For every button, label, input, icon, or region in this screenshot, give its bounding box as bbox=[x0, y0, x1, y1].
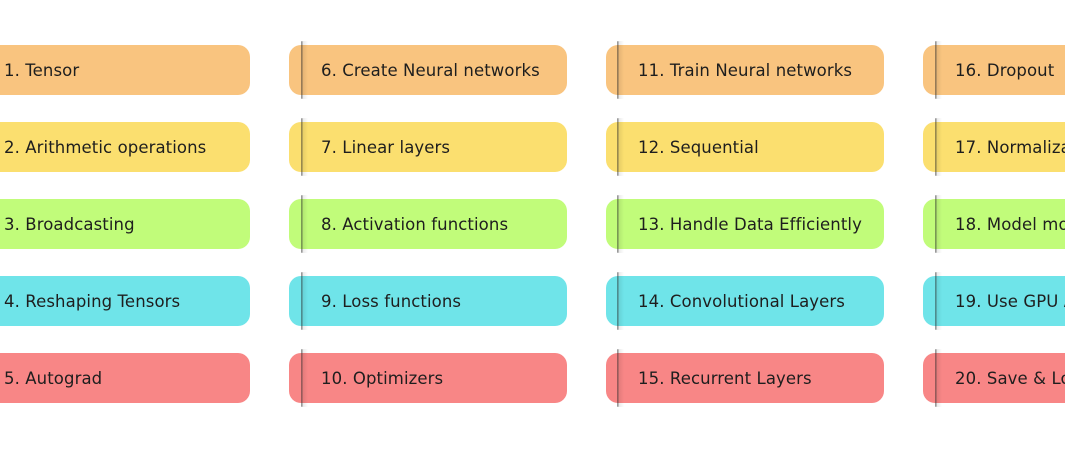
card-notch-shadow bbox=[937, 349, 942, 407]
topic-label: 8. Activation functions bbox=[321, 214, 509, 234]
card-notch-line bbox=[935, 272, 937, 330]
topic-card: 4. Reshaping Tensors bbox=[0, 276, 250, 326]
topic-card: 13. Handle Data Efficiently bbox=[606, 199, 884, 249]
card-notch-shadow bbox=[619, 41, 624, 99]
card-notch-shadow bbox=[937, 41, 942, 99]
topic-label: 11. Train Neural networks bbox=[638, 60, 853, 80]
topic-label: 7. Linear layers bbox=[321, 137, 451, 157]
topic-label: 14. Convolutional Layers bbox=[638, 291, 846, 311]
topic-label: 16. Dropout bbox=[955, 60, 1055, 80]
card-notch-line bbox=[935, 195, 937, 253]
card-notch-shadow bbox=[303, 349, 308, 407]
topic-card: 19. Use GPU A bbox=[923, 276, 1065, 326]
card-notch-shadow bbox=[619, 349, 624, 407]
topic-card: 8. Activation functions bbox=[289, 199, 567, 249]
card-notch-shadow bbox=[303, 118, 308, 176]
topic-card: 16. Dropout bbox=[923, 45, 1065, 95]
card-notch-line bbox=[617, 349, 619, 407]
card-notch-shadow bbox=[303, 272, 308, 330]
topic-label: 12. Sequential bbox=[638, 137, 759, 157]
topic-label: 10. Optimizers bbox=[321, 368, 444, 388]
card-notch-shadow bbox=[619, 118, 624, 176]
topic-label: 9. Loss functions bbox=[321, 291, 462, 311]
topic-label: 6. Create Neural networks bbox=[321, 60, 540, 80]
card-notch-shadow bbox=[619, 195, 624, 253]
topic-label: 13. Handle Data Efficiently bbox=[638, 214, 862, 234]
card-notch-line bbox=[617, 41, 619, 99]
card-notch-line bbox=[935, 349, 937, 407]
topic-card: 18. Model mo bbox=[923, 199, 1065, 249]
topic-card: 17. Normaliza bbox=[923, 122, 1065, 172]
card-notch-line bbox=[617, 118, 619, 176]
topic-card: 14. Convolutional Layers bbox=[606, 276, 884, 326]
topic-label: 2. Arithmetic operations bbox=[4, 137, 207, 157]
topic-card: 1. Tensor bbox=[0, 45, 250, 95]
topic-label: 5. Autograd bbox=[4, 368, 103, 388]
card-notch-shadow bbox=[303, 41, 308, 99]
topic-card: 12. Sequential bbox=[606, 122, 884, 172]
topic-label: 15. Recurrent Layers bbox=[638, 368, 812, 388]
card-notch-shadow bbox=[937, 195, 942, 253]
topic-card: 6. Create Neural networks bbox=[289, 45, 567, 95]
card-notch-line bbox=[935, 118, 937, 176]
card-notch-line bbox=[935, 41, 937, 99]
topic-card: 7. Linear layers bbox=[289, 122, 567, 172]
topic-card: 11. Train Neural networks bbox=[606, 45, 884, 95]
topic-card: 15. Recurrent Layers bbox=[606, 353, 884, 403]
topic-label: 17. Normaliza bbox=[955, 137, 1065, 157]
card-notch-line bbox=[301, 349, 303, 407]
card-notch-shadow bbox=[937, 272, 942, 330]
card-notch-line bbox=[617, 272, 619, 330]
topic-label: 4. Reshaping Tensors bbox=[4, 291, 181, 311]
topic-label: 18. Model mo bbox=[955, 214, 1065, 234]
card-notch-line bbox=[301, 195, 303, 253]
topic-card: 9. Loss functions bbox=[289, 276, 567, 326]
topic-label: 3. Broadcasting bbox=[4, 214, 135, 234]
topic-card: 5. Autograd bbox=[0, 353, 250, 403]
card-notch-line bbox=[301, 272, 303, 330]
topic-card: 2. Arithmetic operations bbox=[0, 122, 250, 172]
topic-label: 1. Tensor bbox=[4, 60, 80, 80]
topic-card: 3. Broadcasting bbox=[0, 199, 250, 249]
topic-label: 19. Use GPU A bbox=[955, 291, 1065, 311]
card-notch-shadow bbox=[619, 272, 624, 330]
card-notch-line bbox=[301, 41, 303, 99]
card-notch-shadow bbox=[303, 195, 308, 253]
card-notch-line bbox=[617, 195, 619, 253]
card-notch-shadow bbox=[937, 118, 942, 176]
card-notch-line bbox=[301, 118, 303, 176]
topic-label: 20. Save & Lo bbox=[955, 368, 1065, 388]
topic-card: 10. Optimizers bbox=[289, 353, 567, 403]
topic-card: 20. Save & Lo bbox=[923, 353, 1065, 403]
